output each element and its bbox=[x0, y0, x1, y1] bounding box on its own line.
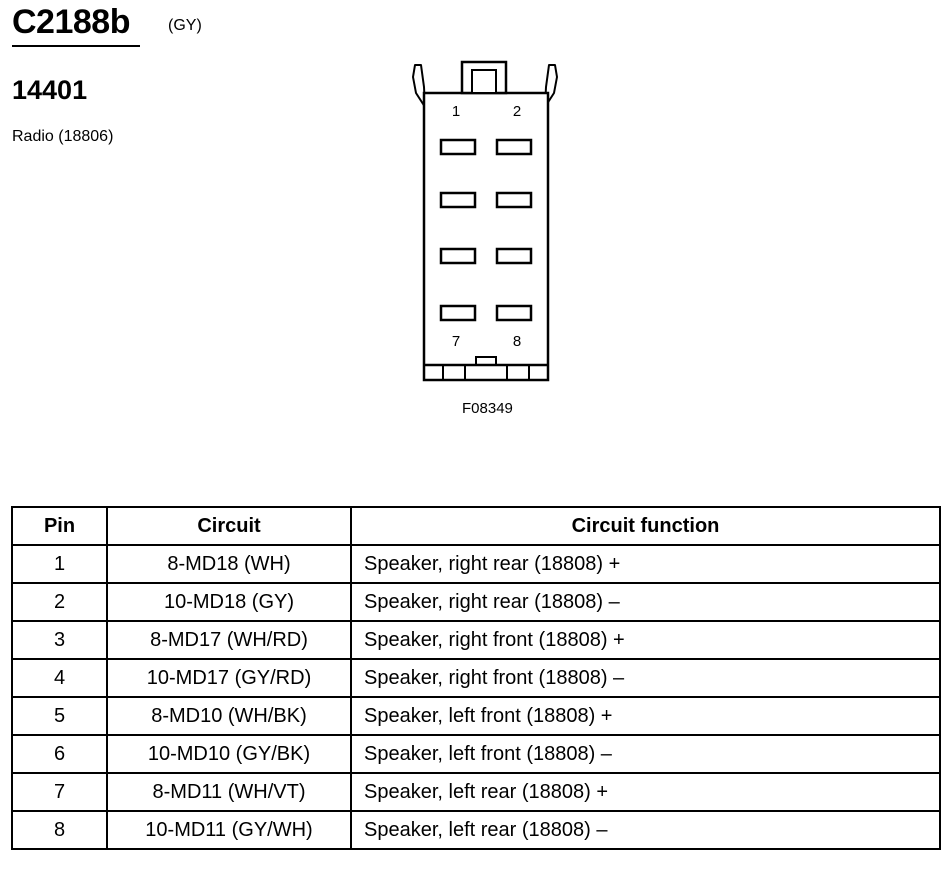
table-row: 6 10-MD10 (GY/BK) Speaker, left front (1… bbox=[11, 734, 941, 774]
table-row: 4 10-MD17 (GY/RD) Speaker, right front (… bbox=[11, 658, 941, 698]
terminal-cavity bbox=[439, 304, 477, 322]
cell-circuit: 8-MD11 (WH/VT) bbox=[106, 772, 352, 812]
terminal-cavity bbox=[495, 304, 533, 322]
cell-circuit: 10-MD18 (GY) bbox=[106, 582, 352, 622]
component-name: Radio (18806) bbox=[12, 128, 114, 145]
terminal-cavity bbox=[439, 191, 477, 209]
cell-pin: 5 bbox=[11, 696, 108, 736]
cell-function: Speaker, left front (18808) + bbox=[350, 696, 941, 736]
table-row: 7 8-MD11 (WH/VT) Speaker, left rear (188… bbox=[11, 772, 941, 812]
pinout-table: Pin Circuit Circuit function 1 8-MD18 (W… bbox=[11, 506, 941, 850]
table-row: 8 10-MD11 (GY/WH) Speaker, left rear (18… bbox=[11, 810, 941, 850]
connector-body bbox=[422, 91, 550, 382]
cell-circuit: 10-MD17 (GY/RD) bbox=[106, 658, 352, 698]
table-row: 5 8-MD10 (WH/BK) Speaker, left front (18… bbox=[11, 696, 941, 736]
cell-function: Speaker, right front (18808) + bbox=[350, 620, 941, 660]
pin-label-8: 8 bbox=[513, 333, 521, 350]
cell-circuit: 8-MD17 (WH/RD) bbox=[106, 620, 352, 660]
cell-function: Speaker, left rear (18808) + bbox=[350, 772, 941, 812]
terminal-cavity bbox=[495, 191, 533, 209]
cell-circuit: 8-MD10 (WH/BK) bbox=[106, 696, 352, 736]
terminal-cavity bbox=[495, 138, 533, 156]
cell-function: Speaker, left front (18808) – bbox=[350, 734, 941, 774]
cell-circuit: 10-MD11 (GY/WH) bbox=[106, 810, 352, 850]
pin-label-7: 7 bbox=[452, 333, 460, 350]
cell-pin: 3 bbox=[11, 620, 108, 660]
cell-pin: 4 bbox=[11, 658, 108, 698]
cell-circuit: 8-MD18 (WH) bbox=[106, 544, 352, 584]
table-row: 1 8-MD18 (WH) Speaker, right rear (18808… bbox=[11, 544, 941, 584]
cell-circuit: 10-MD10 (GY/BK) bbox=[106, 734, 352, 774]
connector-id: C2188b bbox=[12, 3, 130, 41]
cell-function: Speaker, right front (18808) – bbox=[350, 658, 941, 698]
connector-diagram: 1 2 7 8 bbox=[412, 60, 558, 382]
cell-function: Speaker, right rear (18808) + bbox=[350, 544, 941, 584]
cell-pin: 7 bbox=[11, 772, 108, 812]
table-header-row: Pin Circuit Circuit function bbox=[11, 506, 941, 546]
cell-function: Speaker, left rear (18808) – bbox=[350, 810, 941, 850]
terminal-cavity bbox=[495, 247, 533, 265]
locking-tab-inner bbox=[471, 69, 497, 94]
cell-pin: 8 bbox=[11, 810, 108, 850]
terminal-cavity bbox=[439, 138, 477, 156]
header-circuit: Circuit bbox=[106, 506, 352, 546]
connector-color: (GY) bbox=[168, 17, 202, 34]
cell-pin: 2 bbox=[11, 582, 108, 622]
table-row: 3 8-MD17 (WH/RD) Speaker, right front (1… bbox=[11, 620, 941, 660]
pin-label-2: 2 bbox=[513, 103, 521, 120]
header-circuit-function: Circuit function bbox=[350, 506, 941, 546]
header-pin: Pin bbox=[11, 506, 108, 546]
terminal-cavity bbox=[439, 247, 477, 265]
part-number: 14401 bbox=[12, 75, 88, 105]
figure-code: F08349 bbox=[462, 400, 513, 417]
pin-label-1: 1 bbox=[452, 103, 460, 120]
cell-function: Speaker, right rear (18808) – bbox=[350, 582, 941, 622]
cell-pin: 6 bbox=[11, 734, 108, 774]
cell-pin: 1 bbox=[11, 544, 108, 584]
table-row: 2 10-MD18 (GY) Speaker, right rear (1880… bbox=[11, 582, 941, 622]
title-underline bbox=[12, 45, 140, 47]
